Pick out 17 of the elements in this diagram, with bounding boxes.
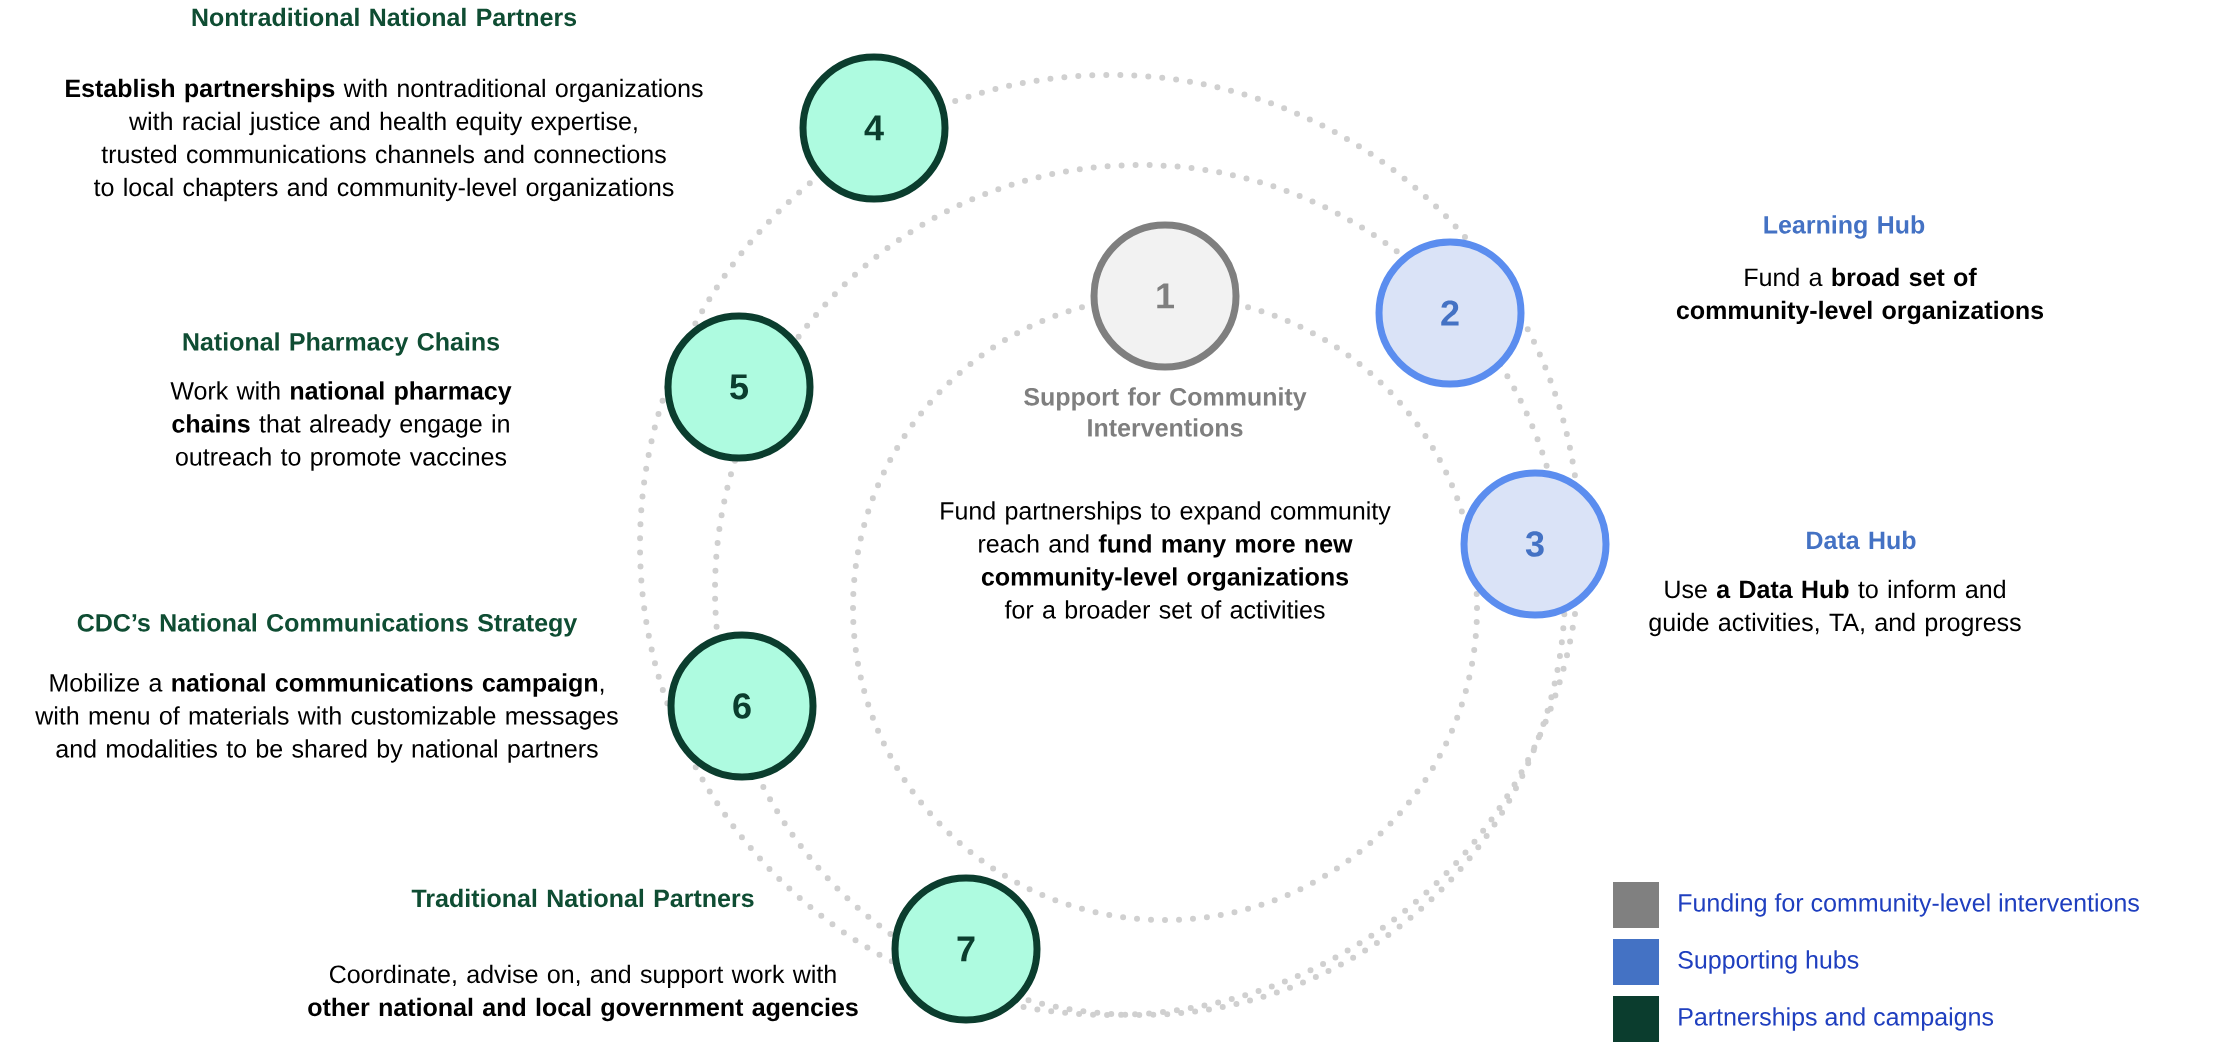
description-text: Fund partnerships to expand community reach and fund many more new community-level organizations for a broader set of activities (941, 501, 1391, 619)
heading: Learning Hub (1764, 215, 1925, 239)
heading: Traditional National Partners (411, 888, 754, 908)
description-text: Coordinate, advise on, and support work with other national and local government agencies (308, 964, 858, 1022)
heading: CDC’s National Communications Strategy (77, 613, 578, 637)
description-text: Work with national pharmacy chains that already engage in outreach to promote vaccines (170, 381, 512, 471)
legend-label: Funding for community-level interventions (1679, 893, 2139, 917)
heading: Support for Community Interventions (1024, 387, 1307, 437)
description-text: Use a Data Hub to inform and guide activities, TA, and progress (1649, 579, 2021, 637)
heading: National Pharmacy Chains (183, 332, 500, 356)
legend-label: Supporting hubs (1678, 950, 1859, 974)
description-text: Establish partnerships with nontraditional organizations with racial justice and health equity expertise, trusted communications channels and connections to local chapters and community-level organizations (66, 78, 703, 202)
description-text: Mobilize a national communications campaign, with menu of materials with customizable messages and modalities to be shared by national partners (35, 673, 618, 763)
legend-label: Partnerships and campaigns (1679, 1007, 1994, 1031)
heading: Data Hub (1807, 530, 1916, 550)
heading: Nontraditional National Partners (192, 7, 577, 27)
description-text: Fund a broad set of community-level organizations (1676, 267, 2044, 325)
